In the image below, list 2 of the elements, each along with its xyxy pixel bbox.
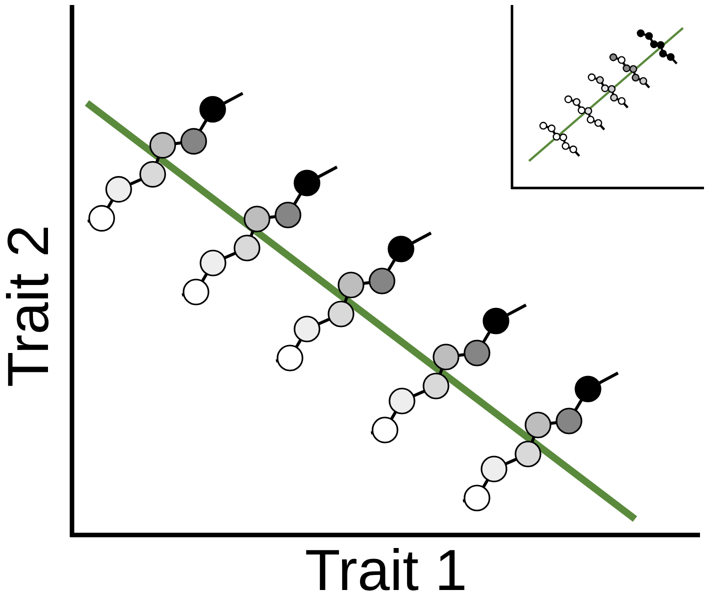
axis-title: Trait 1: [304, 542, 468, 600]
axis-title: Trait 2: [0, 224, 58, 388]
